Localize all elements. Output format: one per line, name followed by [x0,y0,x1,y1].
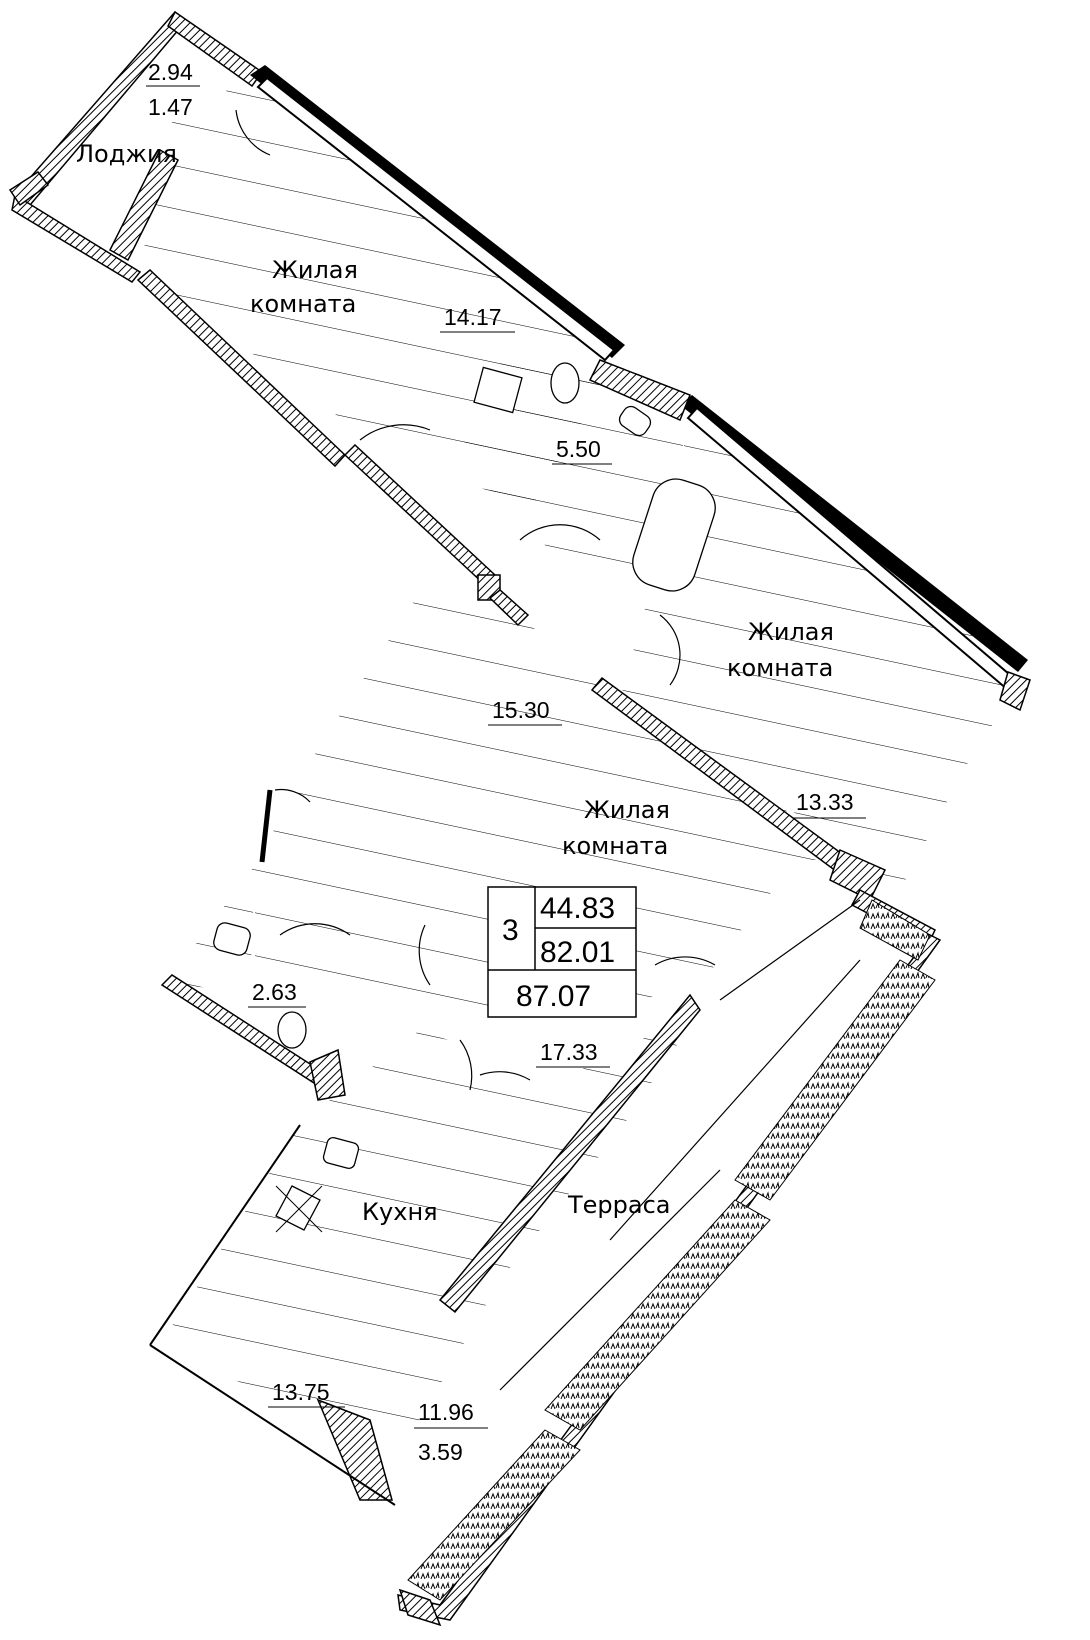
sink-icon-2 [213,922,251,956]
toilet-icon [550,362,580,404]
hall-area: 15.30 [492,697,550,723]
kitchen-sink-icon [322,1137,360,1169]
room2-label-1: Жилая [748,618,834,646]
living-area: 44.83 [540,892,615,925]
fixtures [213,109,716,1233]
terrace-area-2: 3.59 [418,1439,463,1465]
terrace-area-1: 11.96 [418,1399,474,1425]
kitchen-label: Кухня [362,1198,438,1226]
kitchen-dining-area: 17.33 [540,1039,598,1065]
summary-box: 3 44.83 82.01 87.07 [487,886,637,1018]
total-area: 82.01 [540,936,615,969]
total-with-outdoor: 87.07 [516,980,591,1013]
bath2-area: 2.63 [252,979,297,1005]
room1-area: 14.17 [444,304,502,330]
washer-icon [473,366,523,414]
loggia-area-2: 1.47 [148,94,193,120]
room3-label-2: комната [562,832,668,860]
room2-area: 13.33 [796,789,854,815]
loggia-label: Лоджия [76,140,177,168]
kitchen-area: 13.75 [272,1379,330,1405]
room3-label-1: Жилая [584,796,670,824]
rooms-count: 3 [502,914,519,947]
room1-label-2: комната [250,290,356,318]
toilet-icon-2 [277,1011,307,1049]
stove-icon [275,1185,323,1233]
terrace-planters [407,899,936,1601]
loggia-area-1: 2.94 [148,59,193,85]
room2-label-2: комната [727,654,833,682]
room1-label-1: Жилая [272,256,358,284]
floor-hatching [142,78,1030,1540]
sink-icon [618,405,652,437]
bath1-area: 5.50 [556,436,601,462]
room-labels: 2.94 1.47 Лоджия Жилая комната 14.17 5.5… [76,59,866,1465]
walls [8,10,1031,1627]
terrace-label: Терраса [567,1191,671,1219]
bathtub-icon [632,478,716,592]
